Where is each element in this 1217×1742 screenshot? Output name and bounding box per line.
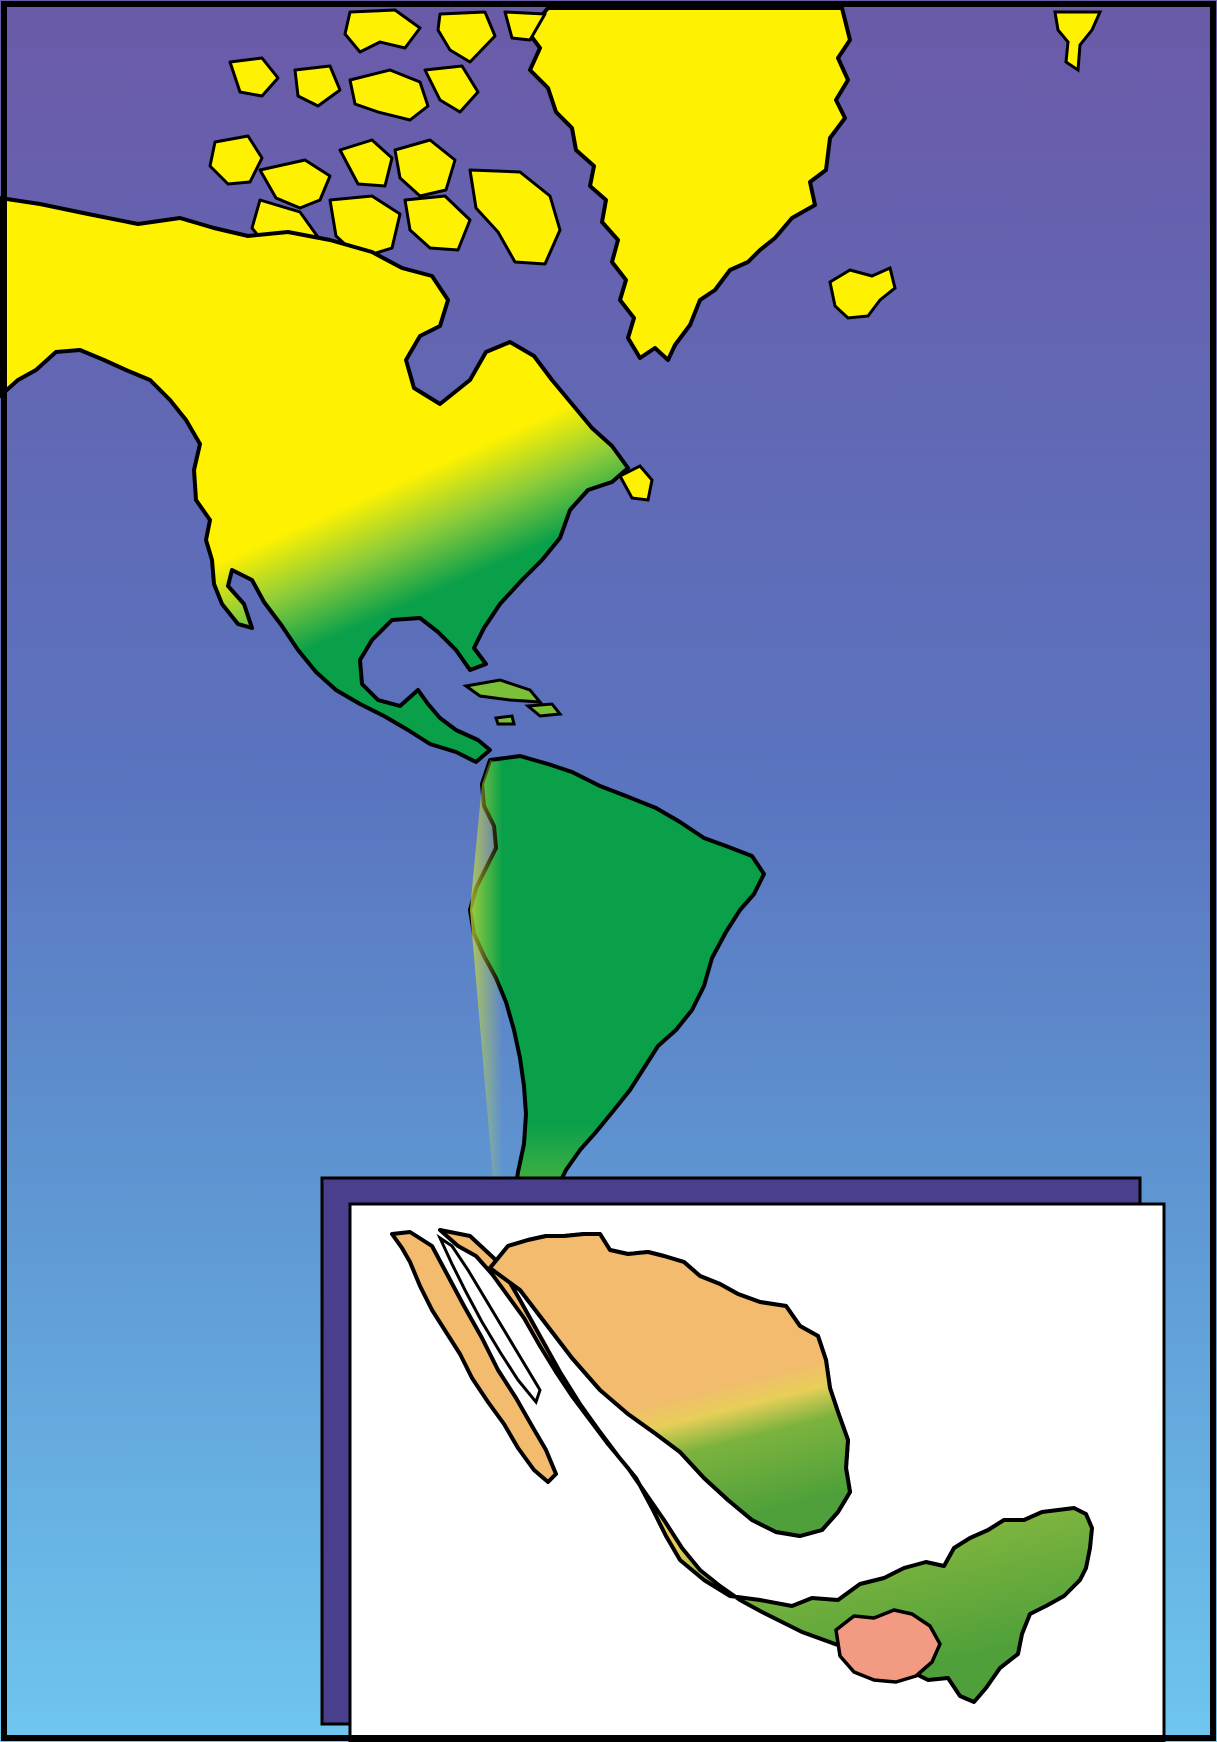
baja-california-peninsula bbox=[390, 1230, 558, 1484]
south-america-west-tint bbox=[470, 760, 600, 1306]
newfoundland-island bbox=[617, 464, 654, 502]
gulf-of-california bbox=[436, 1233, 542, 1406]
north-america-landmass bbox=[0, 196, 630, 764]
svalbard-island bbox=[1053, 10, 1103, 73]
greenland-landmass bbox=[526, 6, 852, 362]
caribbean-islands bbox=[462, 678, 563, 726]
mexico-mainland-fill bbox=[488, 1232, 852, 1538]
highlighted-state-marker bbox=[834, 1608, 942, 1684]
iceland-island bbox=[828, 265, 897, 320]
